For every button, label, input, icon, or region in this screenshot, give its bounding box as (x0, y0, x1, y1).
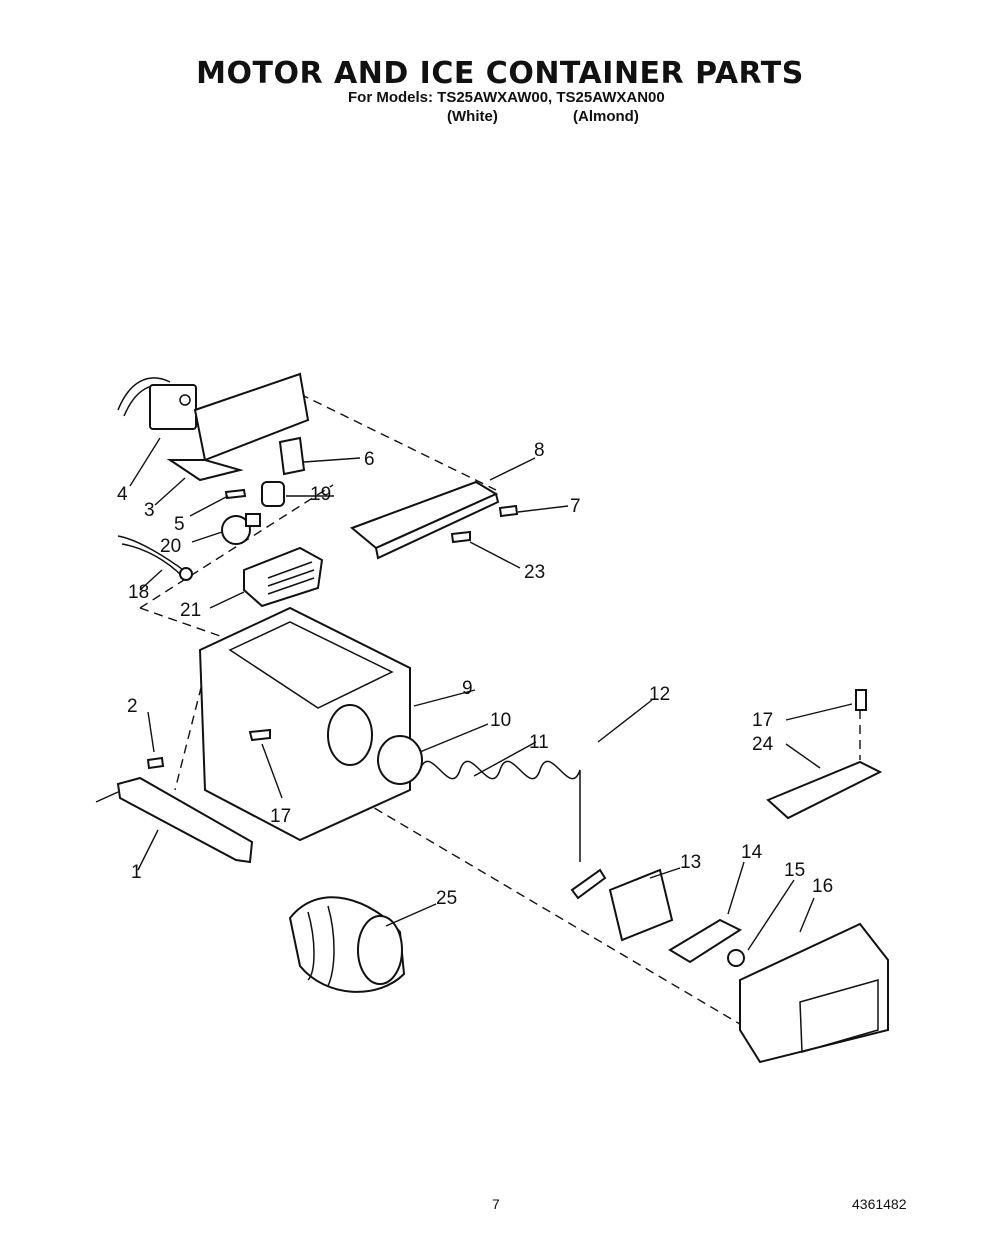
front-housing-part (739, 922, 889, 1064)
callout-labels: 1 2 3 4 5 6 7 8 9 10 11 12 13 14 15 16 1… (117, 440, 833, 909)
callout-7: 7 (570, 496, 581, 517)
callout-19: 19 (310, 484, 331, 505)
callout-23: 23 (524, 562, 545, 583)
callout-2: 2 (127, 696, 138, 717)
rail-part (95, 776, 254, 864)
callout-24: 24 (752, 734, 774, 755)
callout-14: 14 (741, 842, 763, 863)
auger-spring-part (419, 760, 581, 862)
leader-lines (129, 437, 853, 951)
socket-part (261, 481, 285, 507)
wire-harness-part (117, 535, 193, 581)
callout-16: 16 (812, 876, 833, 897)
callout-10: 10 (490, 710, 511, 731)
page-number: 7 (492, 1196, 500, 1212)
callout-5: 5 (174, 514, 185, 535)
drum-part (608, 868, 674, 942)
screw-7-part (498, 504, 519, 518)
callout-9: 9 (462, 678, 473, 699)
screw-2-part (146, 756, 165, 770)
variant-white: (White) (447, 108, 498, 125)
callout-17-left: 17 (270, 806, 291, 827)
models-line: For Models: TS25AWXAW00, TS25AWXAN00 (348, 89, 665, 106)
callout-6: 6 (364, 449, 375, 470)
bulb-part (221, 513, 261, 545)
callout-15: 15 (784, 860, 805, 881)
screw-23-part (450, 530, 471, 544)
callout-25: 25 (436, 888, 457, 909)
callout-3: 3 (144, 500, 155, 521)
cylinder-part (288, 896, 406, 993)
blade-part (668, 918, 743, 964)
callout-11: 11 (529, 732, 549, 753)
variant-almond: (Almond) (573, 108, 639, 125)
screw-5-part (224, 488, 247, 500)
callout-17-right: 17 (752, 710, 773, 731)
callout-21: 21 (180, 600, 201, 621)
cap-part (377, 735, 423, 785)
hex-nut-part (727, 949, 745, 967)
callout-13: 13 (680, 852, 701, 873)
bracket-part (278, 436, 306, 476)
motor-part (117, 377, 197, 430)
screw-17-part (248, 689, 867, 742)
callout-20: 20 (160, 536, 181, 557)
callout-12: 12 (649, 684, 670, 705)
document-number: 4361482 (852, 1196, 907, 1212)
callout-4: 4 (117, 484, 128, 505)
callout-18: 18 (128, 582, 149, 603)
nut-12-part (570, 868, 607, 900)
grille-part (243, 546, 324, 608)
bracket-24-part (766, 760, 883, 820)
mounting-plate-part (166, 372, 310, 482)
page-title: MOTOR AND ICE CONTAINER PARTS (196, 56, 804, 91)
callout-1: 1 (131, 862, 142, 883)
ice-container-part (198, 606, 411, 842)
callout-8: 8 (534, 440, 545, 461)
cover-part (350, 480, 500, 560)
